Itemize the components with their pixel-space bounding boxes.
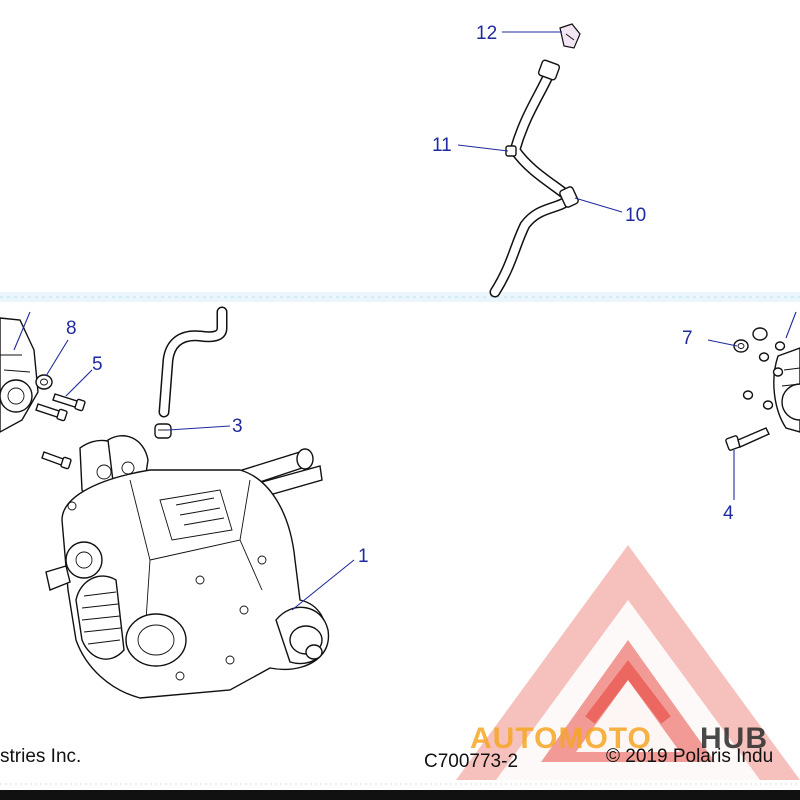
- left-mount-bracket: [0, 317, 39, 433]
- transmission-assembly: [45, 435, 330, 699]
- callout-1: 1: [358, 546, 369, 567]
- leader-lines: [13, 31, 797, 611]
- callout-10: 10: [625, 205, 646, 226]
- nut-7: [733, 339, 749, 353]
- callout-4: 4: [723, 503, 734, 524]
- footer: stries Inc. C700773-2 © 2019 Polaris Ind…: [0, 746, 800, 800]
- nut-right-1: [752, 327, 768, 341]
- logo-text-hub: HUB: [700, 722, 768, 755]
- callout-labels: 1 3 4 5 7 8 10 11 12: [66, 23, 734, 567]
- clamp-10: [559, 186, 579, 208]
- washer-set: [742, 341, 786, 410]
- callout-8: 8: [66, 318, 77, 339]
- callout-7: 7: [682, 328, 693, 349]
- vent-cap-3: [154, 423, 172, 439]
- footer-copyright: © 2019 Polaris Indu: [606, 746, 773, 767]
- hose-fitting-top: [537, 59, 561, 81]
- nut-8: [35, 374, 53, 390]
- callout-3: 3: [232, 416, 243, 437]
- drawing-number: C700773-2: [424, 751, 518, 772]
- scan-band: [0, 292, 800, 302]
- breather-hose-lower: [158, 306, 228, 418]
- callout-12: 12: [476, 23, 497, 44]
- bolt-4: [725, 427, 770, 451]
- right-mount-bracket: [773, 347, 800, 433]
- clamp-12: [559, 23, 581, 49]
- breather-hose-upper: [489, 66, 576, 298]
- callout-5: 5: [92, 354, 103, 375]
- bolt-5b: [35, 403, 68, 422]
- logo-text-automoto: AUTOMOTO: [470, 722, 652, 755]
- bolt-side: [41, 451, 72, 470]
- footer-left-text: stries Inc.: [0, 746, 81, 767]
- bolt-5a: [52, 393, 86, 412]
- automotohub-logo: AUTOMOTO HUB: [456, 545, 800, 780]
- callout-11: 11: [432, 135, 452, 156]
